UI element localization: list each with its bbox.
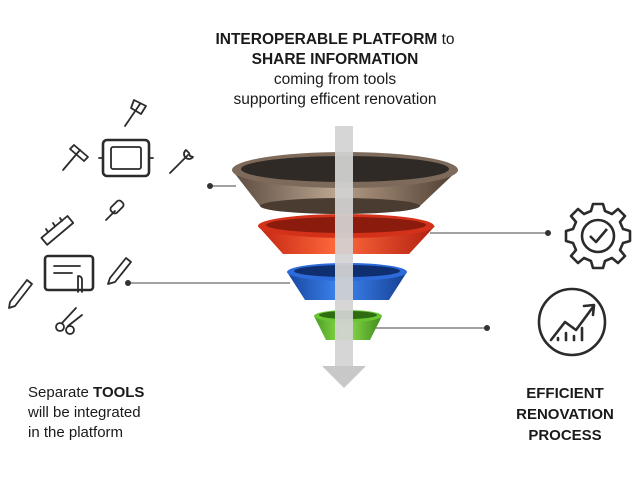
- title-line4: supporting efficent renovation: [233, 91, 437, 108]
- touchscreen-icon: [43, 254, 95, 293]
- title-line1-bold: INTEROPERABLE PLATFORM: [215, 31, 438, 48]
- pencil-icon: [107, 257, 132, 285]
- pen-icon: [8, 279, 33, 309]
- tools-caption-line1-bold: TOOLS: [93, 384, 145, 401]
- connector-dot-green-right: [484, 325, 490, 331]
- tools-caption-line1-pre: Separate: [28, 384, 94, 401]
- wrench-icon: [169, 149, 194, 174]
- tools-caption-line2: will be integrated: [28, 404, 141, 421]
- diagram-title: INTEROPERABLE PLATFORM to SHARE INFORMAT…: [185, 30, 485, 110]
- tools-caption-line3: in the platform: [28, 424, 124, 441]
- scissors-icon: [55, 307, 83, 335]
- tablet-icon: [98, 138, 154, 178]
- connector-dot-blue-left: [125, 280, 131, 286]
- funnel: [232, 126, 458, 388]
- connector-lines: [125, 183, 551, 331]
- process-caption-line1: EFFICIENT: [526, 385, 604, 402]
- process-caption: EFFICIENT RENOVATION PROCESS: [505, 383, 625, 446]
- process-caption-line2: RENOVATION: [516, 406, 614, 423]
- ruler-icon: [40, 215, 75, 246]
- funnel-arrow: [322, 126, 366, 388]
- axe-icon: [124, 99, 147, 127]
- title-line1-rest: to: [437, 31, 455, 48]
- gear-check-icon: [564, 202, 632, 270]
- hammer-icon: [62, 144, 89, 171]
- funnel-layer-red: [258, 214, 435, 254]
- title-line3: coming from tools: [273, 71, 397, 88]
- funnel-layer-top: [232, 152, 458, 214]
- connector-dot-red-right: [545, 230, 551, 236]
- screwdriver-icon: [105, 199, 125, 221]
- title-line2: SHARE INFORMATION: [251, 51, 419, 68]
- growth-chart-icon: [537, 287, 607, 357]
- connector-dot-top-left: [207, 183, 213, 189]
- process-caption-line3: PROCESS: [528, 427, 602, 444]
- tools-caption: Separate TOOLS will be integrated in the…: [28, 383, 144, 443]
